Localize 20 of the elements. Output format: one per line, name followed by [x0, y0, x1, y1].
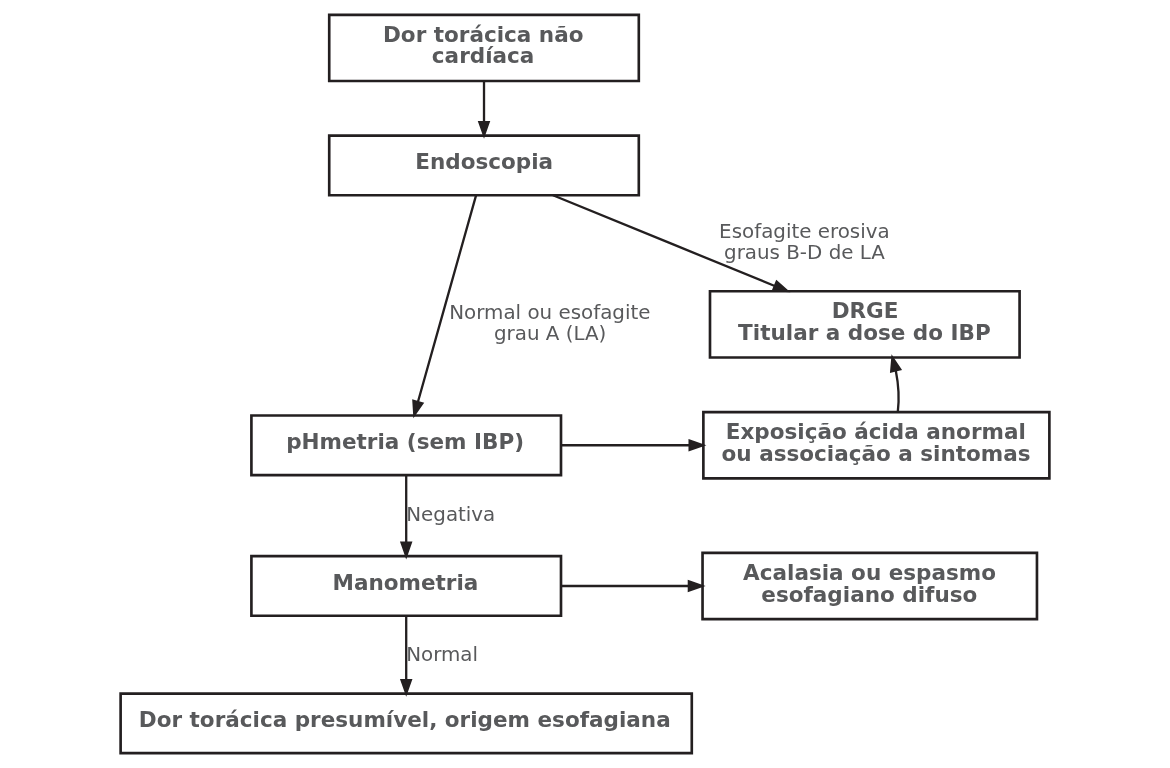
arrow [552, 194, 791, 293]
arrow [561, 439, 707, 452]
node-box: pHmetria (sem IBP) [250, 414, 563, 477]
node-box: Manometria [250, 554, 563, 618]
node-box: Exposição ácida anormal ou associação a sintomas [702, 410, 1051, 480]
edge-label: Negativa [406, 502, 496, 526]
node-box: Acalasia ou espasmo esofagiano difuso [701, 551, 1039, 621]
arrow [412, 195, 478, 419]
node-box: Endoscopia [327, 134, 641, 197]
node-box: Dor torácica não cardíaca [327, 13, 641, 83]
edge-label: Normal [406, 643, 479, 667]
arrow [399, 616, 413, 697]
arrow [561, 579, 706, 593]
node-box: Dor torácica presumível, origem esofagiana [119, 692, 694, 755]
node-box: DRGE Titular a dose do IBP [708, 289, 1021, 359]
edge-label: Esofagite erosiva graus B-D de LA [719, 219, 890, 265]
arrow [399, 475, 413, 560]
arrow [477, 81, 491, 139]
arrow [889, 354, 903, 413]
edge-label: Normal ou esofagite grau A (LA) [449, 300, 651, 346]
